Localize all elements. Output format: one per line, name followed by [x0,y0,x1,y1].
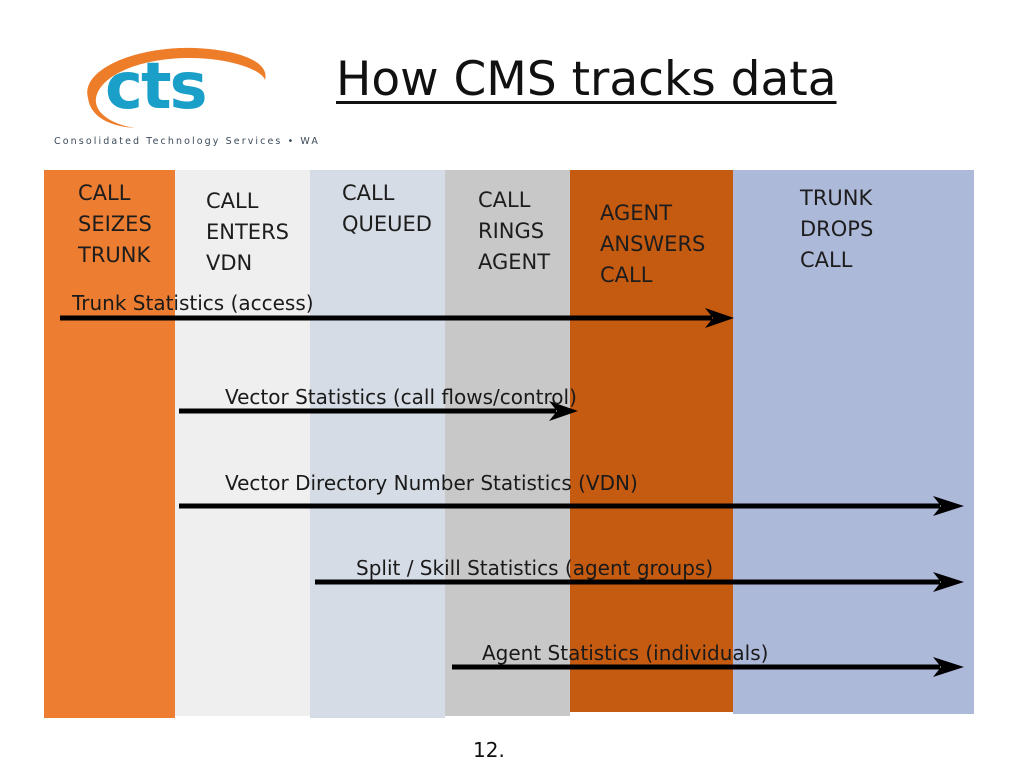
label-call-rings-agent: CALL RINGS AGENT [478,188,551,274]
arrow-vdn-statistics [179,496,964,516]
label-vdn-statistics: Vector Directory Number Statistics (VDN) [225,471,638,495]
arrow-trunk-statistics [60,308,734,328]
label-call-seizes-trunk: CALL SEIZES TRUNK [78,181,152,267]
arrow-split-skill-statistics [315,572,964,592]
label-agent-answers-call: AGENT ANSWERS CALL [600,201,706,287]
column-call-enters-vdn [175,170,310,716]
logo-subtitle: Consolidated Technology Services • WA [54,136,320,147]
slide-title: How CMS tracks data [336,52,837,107]
column-agent-answers-call [570,170,733,712]
column-call-seizes-trunk [44,170,175,718]
page-number: 12. [473,738,505,762]
label-call-enters-vdn: CALL ENTERS VDN [206,189,289,275]
label-split-skill-statistics: Split / Skill Statistics (agent groups) [356,556,714,580]
column-call-rings-agent [445,170,570,716]
label-agent-statistics: Agent Statistics (individuals) [482,641,769,665]
arrow-vector-statistics [179,401,578,421]
column-call-queued [310,170,445,718]
column-trunk-drops-call [733,170,974,714]
label-vector-statistics: Vector Statistics (call flows/control) [225,385,577,409]
svg-text:cts: cts [105,50,206,124]
cts-logo: cts Consolidated Technology Services • W… [50,40,340,152]
cts-logo-mark: cts [87,47,266,129]
arrow-agent-statistics [452,657,964,677]
label-trunk-drops-call: TRUNK DROPS CALL [800,186,874,272]
label-trunk-statistics: Trunk Statistics (access) [72,291,314,315]
label-call-queued: CALL QUEUED [342,181,432,236]
